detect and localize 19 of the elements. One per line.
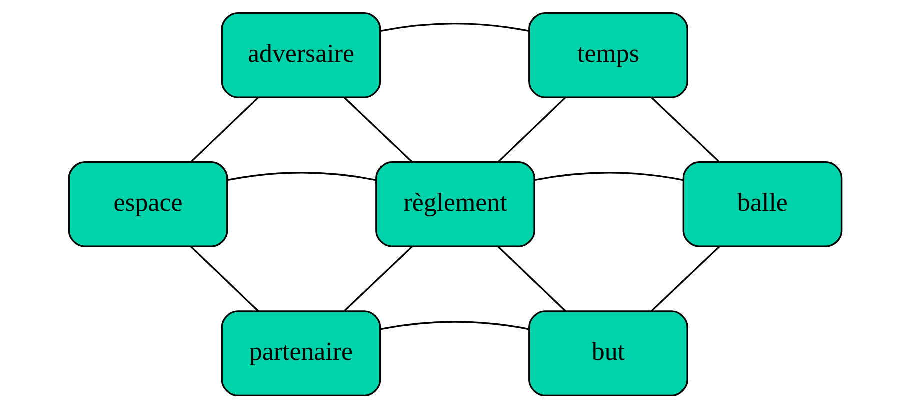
connector xyxy=(190,97,259,163)
connector xyxy=(651,97,720,163)
connector xyxy=(380,321,530,330)
node-box: balle xyxy=(682,162,843,248)
connector xyxy=(190,246,260,312)
node-box: but xyxy=(528,310,688,397)
connector xyxy=(498,246,566,312)
connector xyxy=(380,22,530,32)
connector xyxy=(227,172,376,182)
connector xyxy=(650,246,720,312)
connector xyxy=(344,97,414,163)
node-box: temps xyxy=(528,12,688,98)
connector xyxy=(498,97,566,163)
connector xyxy=(534,172,684,182)
node-box: règlement xyxy=(376,162,536,248)
connector xyxy=(344,246,413,312)
node-box: partenaire xyxy=(221,310,382,397)
node-box: espace xyxy=(68,162,228,248)
node-box: adversaire xyxy=(221,12,382,98)
